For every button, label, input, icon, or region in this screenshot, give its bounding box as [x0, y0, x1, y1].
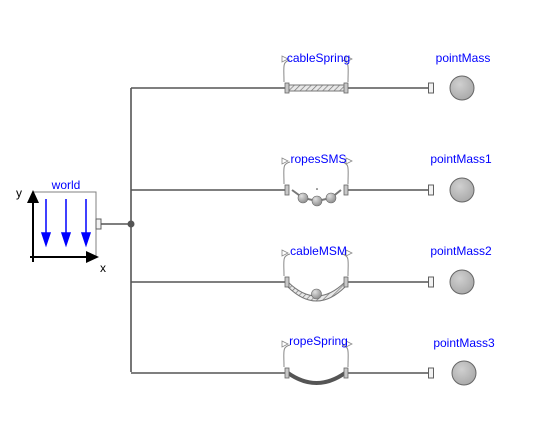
component-cableSpring[interactable]: cableSpring: [281, 51, 353, 94]
hook-arrow-icon: [345, 249, 353, 257]
component-label: ropeSpring: [289, 334, 348, 348]
flange-b: [343, 367, 349, 379]
point-mass-label: pointMass: [436, 51, 491, 65]
hook-arrow-icon: [281, 157, 289, 165]
flange-b: [343, 184, 349, 196]
component-label: cableSpring: [287, 51, 350, 65]
point-mass-icon: [451, 360, 477, 386]
hook-arrow-icon: [281, 249, 289, 257]
component-end-port[interactable]: [428, 276, 434, 288]
component-row: ropeSpring pointMass3: [131, 334, 495, 386]
point-mass-label: pointMass3: [433, 336, 495, 350]
world-frame-port[interactable]: [95, 218, 102, 230]
component-row: cableSpring pointMass: [131, 51, 491, 101]
hook-arrow-icon: [345, 157, 353, 165]
bead-mass-icon: [311, 288, 322, 300]
component-ropeSpring[interactable]: ropeSpring: [281, 334, 353, 385]
parameter-hooks: [283, 161, 349, 185]
component-end-port[interactable]: [428, 184, 434, 196]
connection-wires: [101, 88, 135, 372]
component-row: ropesSMS pointMass1: [131, 152, 492, 207]
flange-a: [284, 184, 290, 196]
flange-a: [284, 82, 290, 94]
point-mass-1[interactable]: pointMass1: [430, 152, 492, 203]
bead-mass-icon: [297, 192, 309, 204]
component-end-port[interactable]: [428, 82, 434, 94]
flange-b: [343, 82, 349, 94]
point-mass-label: pointMass1: [430, 152, 492, 166]
hook-arrow-icon: [281, 55, 289, 63]
flange-b: [343, 276, 349, 288]
parameter-hooks: [283, 253, 349, 277]
component-row: cableMSM pointMass2: [131, 244, 492, 302]
component-ropesSMS[interactable]: ropesSMS: [281, 152, 353, 207]
flange-a: [284, 367, 290, 379]
rope-body-icon: [286, 371, 347, 385]
x-axis-arrow-icon: [86, 251, 99, 263]
y-axis-arrow-icon: [27, 190, 39, 203]
world-label: world: [51, 178, 81, 192]
gravity-arrows-icon: [40, 199, 92, 248]
world-block[interactable]: world y x: [16, 178, 106, 275]
spring-body-icon: [287, 84, 346, 92]
junction-node: [127, 220, 135, 228]
point-mass-label: pointMass2: [430, 244, 492, 258]
point-mass-icon: [449, 177, 475, 203]
point-mass-icon: [449, 269, 475, 295]
point-mass-3[interactable]: pointMass3: [433, 336, 495, 386]
point-mass-0[interactable]: pointMass: [436, 51, 491, 101]
dot-marker: [316, 188, 318, 190]
component-cableMSM[interactable]: cableMSM: [281, 244, 353, 302]
component-label: ropesSMS: [290, 152, 346, 166]
component-end-port[interactable]: [428, 367, 434, 379]
world-axis-y-label: y: [16, 186, 22, 200]
parameter-hooks: [283, 59, 349, 83]
hook-arrow-icon: [345, 55, 353, 63]
bead-mass-icon: [311, 195, 323, 207]
flange-a: [284, 276, 290, 288]
point-mass-icon: [449, 75, 475, 101]
component-label: cableMSM: [290, 244, 347, 258]
world-axis-x-label: x: [100, 261, 106, 275]
component-rows: cableSpring pointMass ropesSMS pointMass1 ca…: [131, 51, 495, 386]
bead-mass-icon: [325, 192, 337, 204]
hook-arrow-icon: [345, 340, 353, 348]
point-mass-2[interactable]: pointMass2: [430, 244, 492, 295]
parameter-hooks: [283, 344, 349, 368]
hook-arrow-icon: [281, 340, 289, 348]
